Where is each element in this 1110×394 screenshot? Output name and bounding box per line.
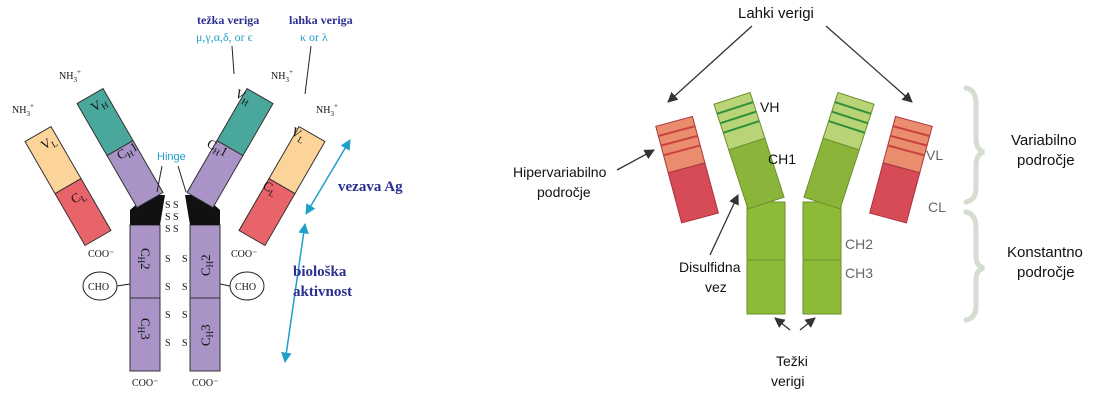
svg-text:S: S <box>165 310 171 321</box>
var-label-1: Variabilno <box>1011 132 1077 149</box>
tezki-label-2: verigi <box>771 373 804 389</box>
cl-label: CL <box>928 199 946 215</box>
cho-label-left: CHO <box>88 282 109 293</box>
coo-label-1: COO⁻ <box>88 249 114 260</box>
bioloska-label-2: aktivnost <box>293 284 352 300</box>
svg-text:S: S <box>182 282 188 293</box>
ch3-label: CH3 <box>845 265 873 281</box>
svg-text:S: S <box>165 338 171 349</box>
disulf-label-2: vez <box>705 279 727 295</box>
light-chain-title: lahka veriga <box>289 13 353 27</box>
vh-label: VH <box>760 99 779 115</box>
svg-text:S: S <box>182 310 188 321</box>
svg-text:S S: S S <box>165 200 179 211</box>
nh3-label-2: NH3+ <box>59 68 81 84</box>
konstantno-brace <box>966 212 984 320</box>
svg-text:S: S <box>182 254 188 265</box>
light-chain-types: κ or λ <box>300 30 328 44</box>
nh3-label-1: NH3+ <box>12 102 34 118</box>
r-left-cl <box>668 163 718 223</box>
right-antibody: Lahki verigi VH CH1 VL CL CH2 CH3 Hiperv… <box>513 5 1083 389</box>
ch1-label: CH1 <box>768 151 796 167</box>
disulf-label-1: Disulfidna <box>679 259 741 275</box>
coo-label-3: COO⁻ <box>132 378 158 389</box>
var-label-2: področje <box>1017 152 1075 169</box>
left-antibody: VL CL VH CH1 VH CH1 VL CL CH2 CH3 CH2 CH… <box>12 13 403 389</box>
left-vh-domain <box>77 89 133 156</box>
tezki-label-1: Težki <box>776 353 808 369</box>
variabilno-brace <box>966 88 984 202</box>
ch2-label: CH2 <box>845 236 873 252</box>
right-ch3-right <box>803 260 841 314</box>
svg-text:S: S <box>165 282 171 293</box>
heavy-chain-types: μ,γ,α,δ, or ϵ <box>196 30 253 44</box>
left-vl-domain <box>25 127 81 194</box>
hinge-label: Hinge <box>157 151 186 163</box>
svg-text:S: S <box>165 254 171 265</box>
coo-label-2: COO⁻ <box>231 249 257 260</box>
lahki-verigi-label: Lahki verigi <box>738 5 814 22</box>
hiper-label-1: Hipervariabilno <box>513 164 607 180</box>
svg-text:S S: S S <box>165 212 179 223</box>
coo-label-4: COO⁻ <box>192 378 218 389</box>
r-right-cl <box>870 163 920 223</box>
konst-label-1: Konstantno <box>1007 244 1083 261</box>
cho-label-right: CHO <box>235 282 256 293</box>
right-ch2-right <box>803 202 841 260</box>
heavy-chain-title: težka veriga <box>197 13 259 27</box>
right-ch3-left <box>747 260 785 314</box>
svg-text:S S: S S <box>165 224 179 235</box>
vl-label: VL <box>926 147 943 163</box>
bioloska-label-1: biološka <box>293 264 347 280</box>
right-ch2-left <box>747 202 785 260</box>
r-right-ch1 <box>804 138 859 209</box>
hiper-label-2: področje <box>537 184 591 200</box>
nh3-label-4: NH3+ <box>316 102 338 118</box>
nh3-label-3: NH3+ <box>271 68 293 84</box>
konst-label-2: področje <box>1017 264 1075 281</box>
vezava-ag-label: vezava Ag <box>338 179 403 195</box>
svg-text:S: S <box>182 338 188 349</box>
